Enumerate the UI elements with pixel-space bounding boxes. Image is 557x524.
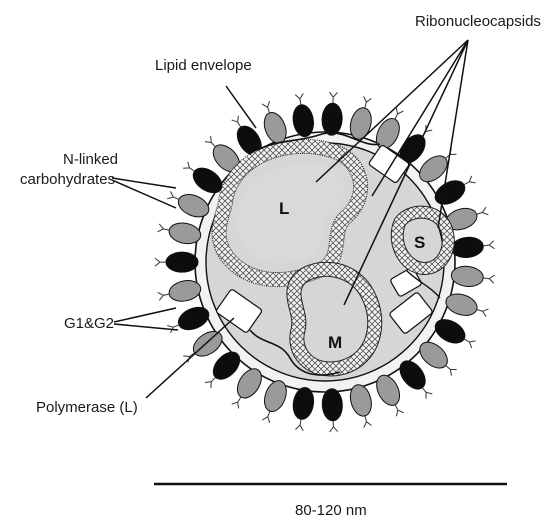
g1g2-label: G1&G2 bbox=[64, 315, 114, 332]
segment-label-large: L bbox=[279, 199, 289, 218]
glycoprotein-spike bbox=[256, 99, 290, 146]
ribonucleocapsids-label: Ribonucleocapsids bbox=[415, 13, 541, 30]
glycoprotein-spike bbox=[450, 235, 495, 259]
glycoprotein-spike bbox=[347, 382, 377, 429]
glycoprotein-spike bbox=[443, 290, 490, 322]
glycoprotein-spike bbox=[347, 95, 377, 142]
lipid-envelope-label: Lipid envelope bbox=[155, 57, 252, 74]
glycoprotein-spike bbox=[156, 278, 202, 306]
glycoprotein-spike bbox=[289, 386, 315, 432]
glycoprotein-spike bbox=[155, 252, 198, 272]
glycoprotein-spike bbox=[156, 218, 202, 246]
scale-bar-label: 80-120 nm bbox=[295, 502, 367, 519]
carbohydrates-label: carbohydrates bbox=[20, 171, 115, 188]
segment-label-small: S bbox=[414, 233, 425, 252]
polymerase-label: Polymerase (L) bbox=[36, 399, 138, 416]
n-linked-label: N-linked bbox=[63, 151, 118, 168]
glycoprotein-spike bbox=[165, 186, 212, 221]
glycoprotein-spike bbox=[289, 92, 315, 138]
glycoprotein-spike bbox=[450, 265, 495, 289]
glycoprotein-spike bbox=[257, 378, 291, 425]
glycoprotein-spike bbox=[322, 388, 344, 432]
glycoprotein-spike bbox=[321, 92, 343, 136]
segment-label-medium: M bbox=[328, 333, 342, 352]
